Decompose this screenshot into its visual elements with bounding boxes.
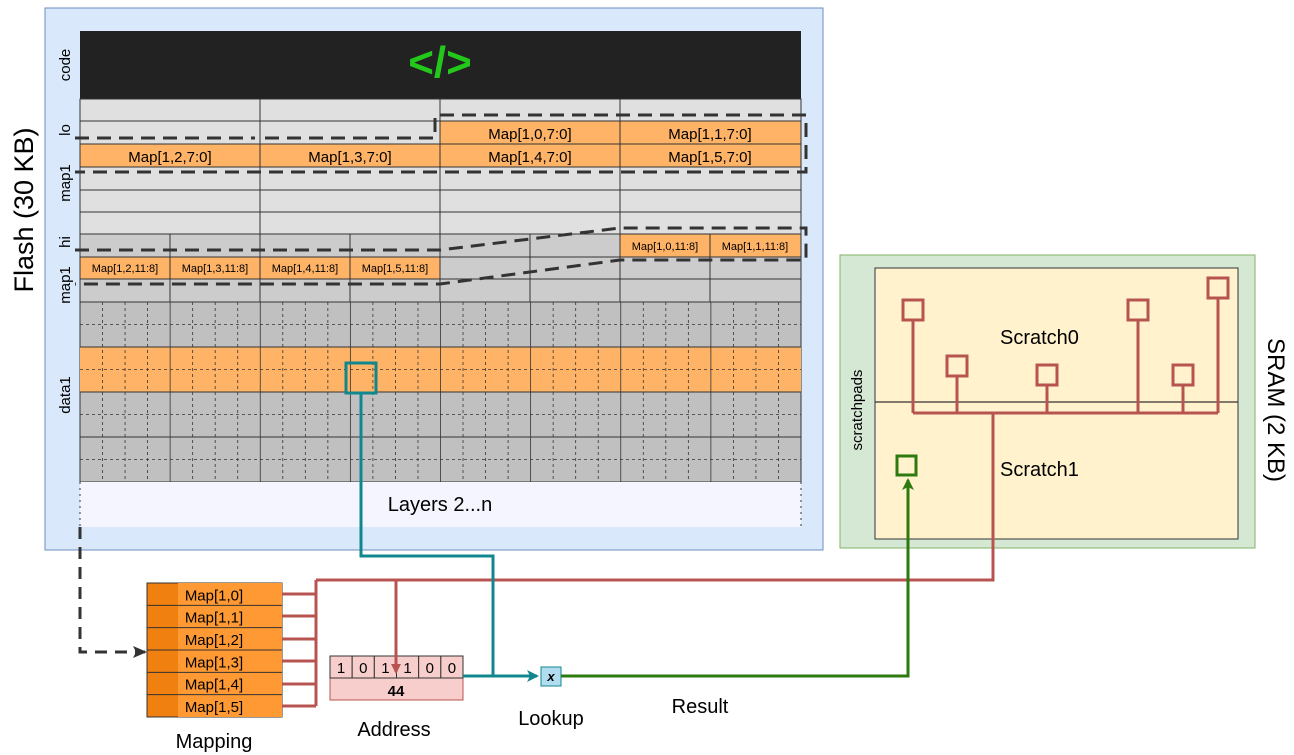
- address-bit-4: 0: [426, 660, 434, 677]
- lo-cell-map-1-4: Map[1,4,7:0]: [488, 149, 571, 166]
- address-bit-1: 0: [359, 660, 367, 677]
- lo-cell-map-1-1: Map[1,1,7:0]: [668, 126, 751, 143]
- hi-cell-map-1-0: Map[1,0,11:8]: [632, 241, 698, 253]
- data-to-lookup-arrow: [359, 393, 539, 682]
- mapping-row-1: Map[1,1]: [185, 610, 243, 627]
- scratch1-slot: [895, 454, 918, 477]
- hi-cell-map-1-4: Map[1,4,11:8]: [272, 263, 338, 275]
- scratchpads-label: scratchpads: [849, 370, 866, 451]
- address-bit-2: 1: [381, 660, 389, 677]
- code-row-label: code: [57, 49, 74, 82]
- hi-cell-map-1-5: Map[1,5,11:8]: [362, 263, 428, 275]
- layers-region: [80, 482, 801, 527]
- address-bit-5: 0: [448, 660, 456, 677]
- scratch1-label: Scratch1: [1000, 459, 1079, 481]
- mapping-caption: Mapping: [176, 731, 253, 753]
- address-bit-0: 1: [337, 660, 345, 677]
- map1-lo-dashed-outline: [75, 113, 808, 174]
- lo-row-label: lo: [57, 124, 74, 136]
- map1-hi-row-label: map1: [57, 266, 74, 304]
- hi-cell-map-1-1: Map[1,1,11:8]: [722, 241, 788, 253]
- lo-cell-map-1-5: Map[1,5,7:0]: [668, 149, 751, 166]
- map1-hi-dashed-outline: [75, 226, 808, 286]
- flash-label: Flash (30 KB): [9, 127, 39, 292]
- mapping-row-0: Map[1,0]: [185, 587, 243, 604]
- address-caption: Address: [357, 719, 430, 741]
- hi-cell-map-1-2: Map[1,2,11:8]: [92, 263, 158, 275]
- address-bit-cell-5: [440, 655, 464, 679]
- lo-cell-map-1-3: Map[1,3,7:0]: [308, 149, 391, 166]
- layers-label: Layers 2...n: [388, 494, 493, 516]
- mapping-bus: [282, 413, 995, 708]
- mapping-row-3: Map[1,3]: [185, 654, 243, 671]
- code-icon: </>: [408, 38, 472, 87]
- hi-row-label: hi: [57, 236, 74, 248]
- scratch0-label: Scratch0: [1000, 327, 1079, 349]
- data1-row-label: data1: [57, 376, 74, 414]
- scratch0-tree: [901, 276, 1230, 415]
- mapping-row-2: Map[1,2]: [185, 632, 243, 649]
- mapping-table: Map[1,0] Map[1,1] Map[1,2] Map[1,3] Map[1,4]…: [146, 582, 283, 718]
- lookup-caption: Lookup: [518, 708, 584, 730]
- code-block: [80, 31, 801, 99]
- lo-cell-map-1-0: Map[1,0,7:0]: [488, 126, 571, 143]
- lo-cell-map-1-2: Map[1,2,7:0]: [128, 149, 211, 166]
- flash-to-mapping-arrow: [78, 527, 147, 658]
- data1-grid: [80, 302, 801, 482]
- map1-lo-row-label: map1: [57, 164, 74, 202]
- result-caption: Result: [672, 696, 729, 718]
- lookup-to-scratch1-arrow: [561, 478, 914, 678]
- sram-label: SRAM (2 KB): [1262, 338, 1289, 482]
- address-value: 44: [388, 683, 405, 700]
- scratchpads-box: [874, 267, 1239, 540]
- mapping-row-5: Map[1,5]: [185, 699, 243, 716]
- lookup-symbol: x: [546, 669, 555, 684]
- mapping-row-4: Map[1,4]: [185, 677, 243, 694]
- hi-cell-map-1-3: Map[1,3,11:8]: [182, 263, 248, 275]
- address-bit-3: 1: [403, 660, 411, 677]
